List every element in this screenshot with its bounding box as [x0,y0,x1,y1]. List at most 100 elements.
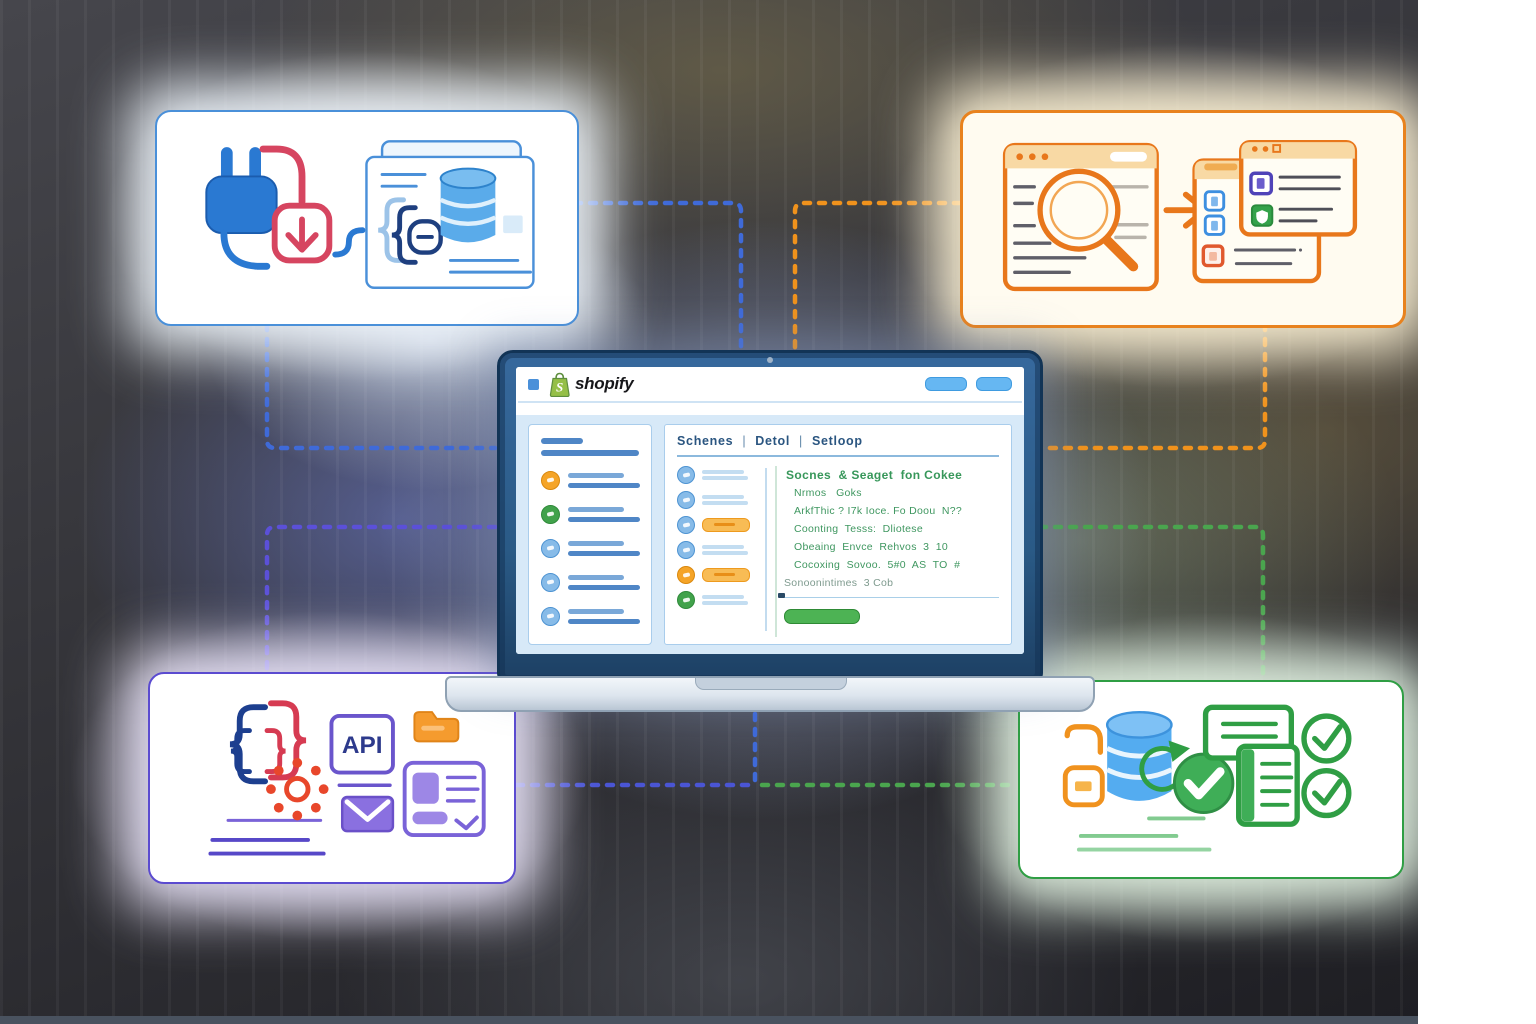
item-text-bars [702,468,748,482]
detail-line: Coonting Tesss: Dliotese [794,523,924,535]
shopify-admin-screen: S shopify [516,367,1024,654]
detail-panel-icon [1239,139,1358,237]
text-bar [702,594,744,599]
connector-laptop-right-to-bottomright [1037,524,1266,681]
text-bar [568,483,640,488]
item-text-bars [702,493,748,507]
laptop-screen: S shopify [497,350,1043,683]
list-item[interactable] [677,565,761,584]
right-white-margin [1418,0,1536,1024]
connector-topleft-to-laptop-left [264,321,498,451]
download-icon [259,145,366,264]
text-bar [568,507,624,512]
primary-action-button[interactable] [784,609,860,624]
detail-column: Socnes & Seaget fon Cokee Nrmos Goks Ark… [775,466,999,637]
card-developer-api: API [148,672,516,884]
folder-icon [413,711,460,743]
main-panel-body: Socnes & Seaget fon Cokee Nrmos Goks Ark… [677,457,999,637]
list-item[interactable] [677,465,761,484]
list-item[interactable] [677,515,761,534]
text-bar [702,494,744,499]
sidebar-panel [528,424,652,645]
item-text-bars [568,609,640,624]
text-bar [702,600,748,605]
tab-detol[interactable]: Detol [755,434,791,448]
check-ring-icon [1301,767,1352,819]
connector-topright-to-laptop-top [792,200,963,351]
app-content: Schenes | Detol | Setloop [516,415,1024,654]
connector-laptop-left-to-bottomleft [264,524,498,673]
developer-api-art: API [208,700,486,856]
detail-line: Obeaing Envce Rehvos 3 10 [794,541,949,553]
status-dot-blue [677,465,695,484]
shopify-wordmark: shopify [575,374,634,393]
text-bar [568,585,640,590]
item-text-bars [702,593,748,607]
detail-heading: Socnes & Seaget fon Cokee [786,468,963,482]
orange-pill-button[interactable] [702,567,750,582]
document-check-icon [1202,704,1300,827]
card-data-validation [1018,680,1404,879]
text-bar [568,619,640,624]
shopify-bag-icon: S [549,372,570,397]
database-icon [439,167,497,243]
text-bar [702,544,744,549]
header-divider [518,401,1022,403]
item-text-bars [702,543,748,557]
card-search-audit [960,110,1406,328]
check-circle-icon [1172,752,1235,815]
data-validation-art [1062,704,1352,852]
connector-topright-to-laptop-right [1037,321,1268,451]
sidebar-item[interactable] [541,607,640,626]
list-item[interactable] [677,540,761,559]
detail-rule [778,593,999,598]
main-panel: Schenes | Detol | Setloop [664,424,1012,645]
list-item[interactable] [677,590,761,609]
sidebar-item[interactable] [541,573,640,592]
header-button[interactable] [925,377,967,391]
status-dot-orange [677,565,695,584]
search-audit-art [1002,139,1358,292]
laptop-hinge-notch [695,678,847,690]
detail-footer: Sonoonintimes 3 Cob [784,577,894,589]
sidebar-item[interactable] [541,539,640,558]
status-dot-blue [541,573,560,592]
vertical-divider [765,468,767,631]
status-dot-green [677,590,695,609]
tab-setloop[interactable]: Setloop [811,434,863,448]
status-dot-blue [677,540,695,559]
shopify-logo: S shopify [548,371,634,397]
detail-line: ArkfThic ? I7k Ioce. Fo Doou N?? [794,505,963,517]
header-button[interactable] [976,377,1012,391]
shopify-bag-letter: S [556,380,563,395]
status-dot-blue [677,490,695,509]
sidebar-item[interactable] [541,505,640,524]
text-bar [541,438,583,444]
item-text-bars [568,507,640,522]
text-bar [541,450,639,456]
menu-icon[interactable] [528,378,539,390]
id-card-icon [402,760,486,837]
text-bar [568,473,624,478]
text-bar [568,551,640,556]
text-bar [568,609,624,614]
api-box-icon: API [329,714,395,787]
plug-icon [205,147,278,270]
laptop-base [445,676,1095,712]
camera-dot [767,357,773,363]
sidebar-item[interactable] [541,471,640,490]
item-text-bars [568,575,640,590]
detail-line: Cocoxing Sovoo. 5#0 AS TO # [794,559,961,571]
status-dot-orange [541,471,560,490]
connector-topleft-to-laptop-top [572,200,744,351]
api-label: API [342,732,383,759]
mini-list [677,465,761,637]
list-item[interactable] [677,490,761,509]
tab-schenes[interactable]: Schenes [677,434,734,448]
text-bar [702,550,748,555]
orange-pill-button[interactable] [702,517,750,532]
tab-separator: | [742,434,747,448]
code-braces-icon [226,700,323,822]
text-bar [568,541,624,546]
